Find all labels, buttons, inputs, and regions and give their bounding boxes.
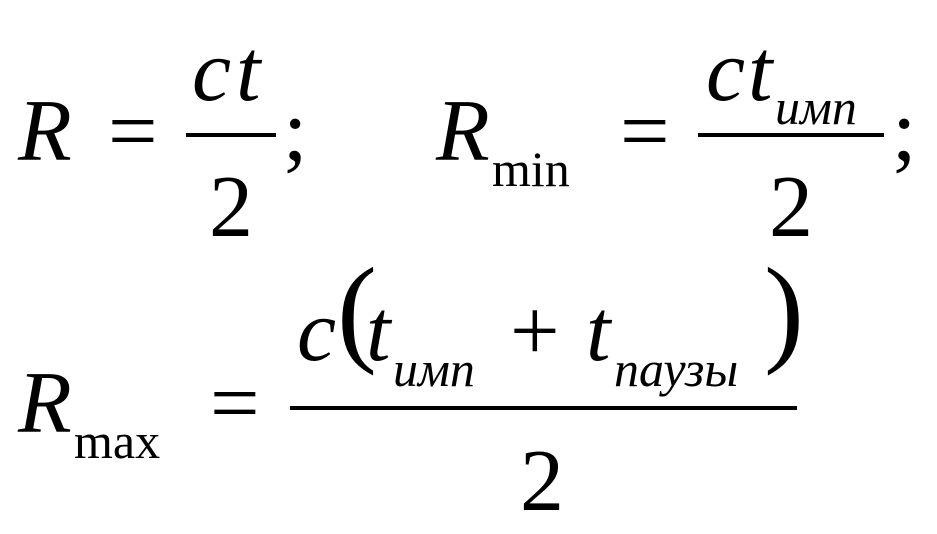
subscript-imp: имп	[393, 341, 475, 397]
numerator-c: c	[192, 23, 231, 120]
denominator: 2	[769, 159, 813, 256]
term2-t: t	[586, 283, 613, 380]
numerator-c: c	[297, 283, 336, 380]
equals-sign: =	[210, 355, 260, 452]
subscript-imp: имп	[775, 79, 857, 135]
semicolon: ;	[892, 83, 916, 180]
open-paren: (	[337, 243, 377, 376]
formula-r-min: R min = c t имп 2 ;	[435, 23, 916, 256]
r-symbol: R	[17, 83, 72, 180]
formula-r: R = c t 2 ;	[17, 23, 307, 256]
denominator: 2	[520, 433, 564, 530]
term1-t: t	[366, 283, 393, 380]
fraction-ct-imp-over-2: c t имп 2	[698, 23, 884, 256]
equals-sign: =	[108, 83, 158, 180]
numerator-t: t	[236, 23, 263, 120]
fraction-sum-over-2: c ( t имп + t паузы ) 2	[290, 243, 804, 530]
subscript-pauzy: паузы	[614, 341, 738, 397]
close-paren: )	[764, 243, 804, 376]
formula-r-max: R max = c ( t имп + t паузы ) 2	[17, 243, 804, 530]
denominator: 2	[209, 159, 253, 256]
subscript-min: min	[492, 141, 570, 197]
equals-sign: =	[620, 83, 670, 180]
r-symbol: R	[17, 355, 72, 452]
r-symbol: R	[435, 83, 490, 180]
plus-sign: +	[510, 283, 560, 380]
numerator-c: c	[706, 23, 745, 120]
subscript-max: max	[74, 413, 160, 469]
semicolon: ;	[283, 83, 307, 180]
numerator-t: t	[748, 23, 775, 120]
fraction-ct-over-2: c t 2	[186, 23, 276, 256]
